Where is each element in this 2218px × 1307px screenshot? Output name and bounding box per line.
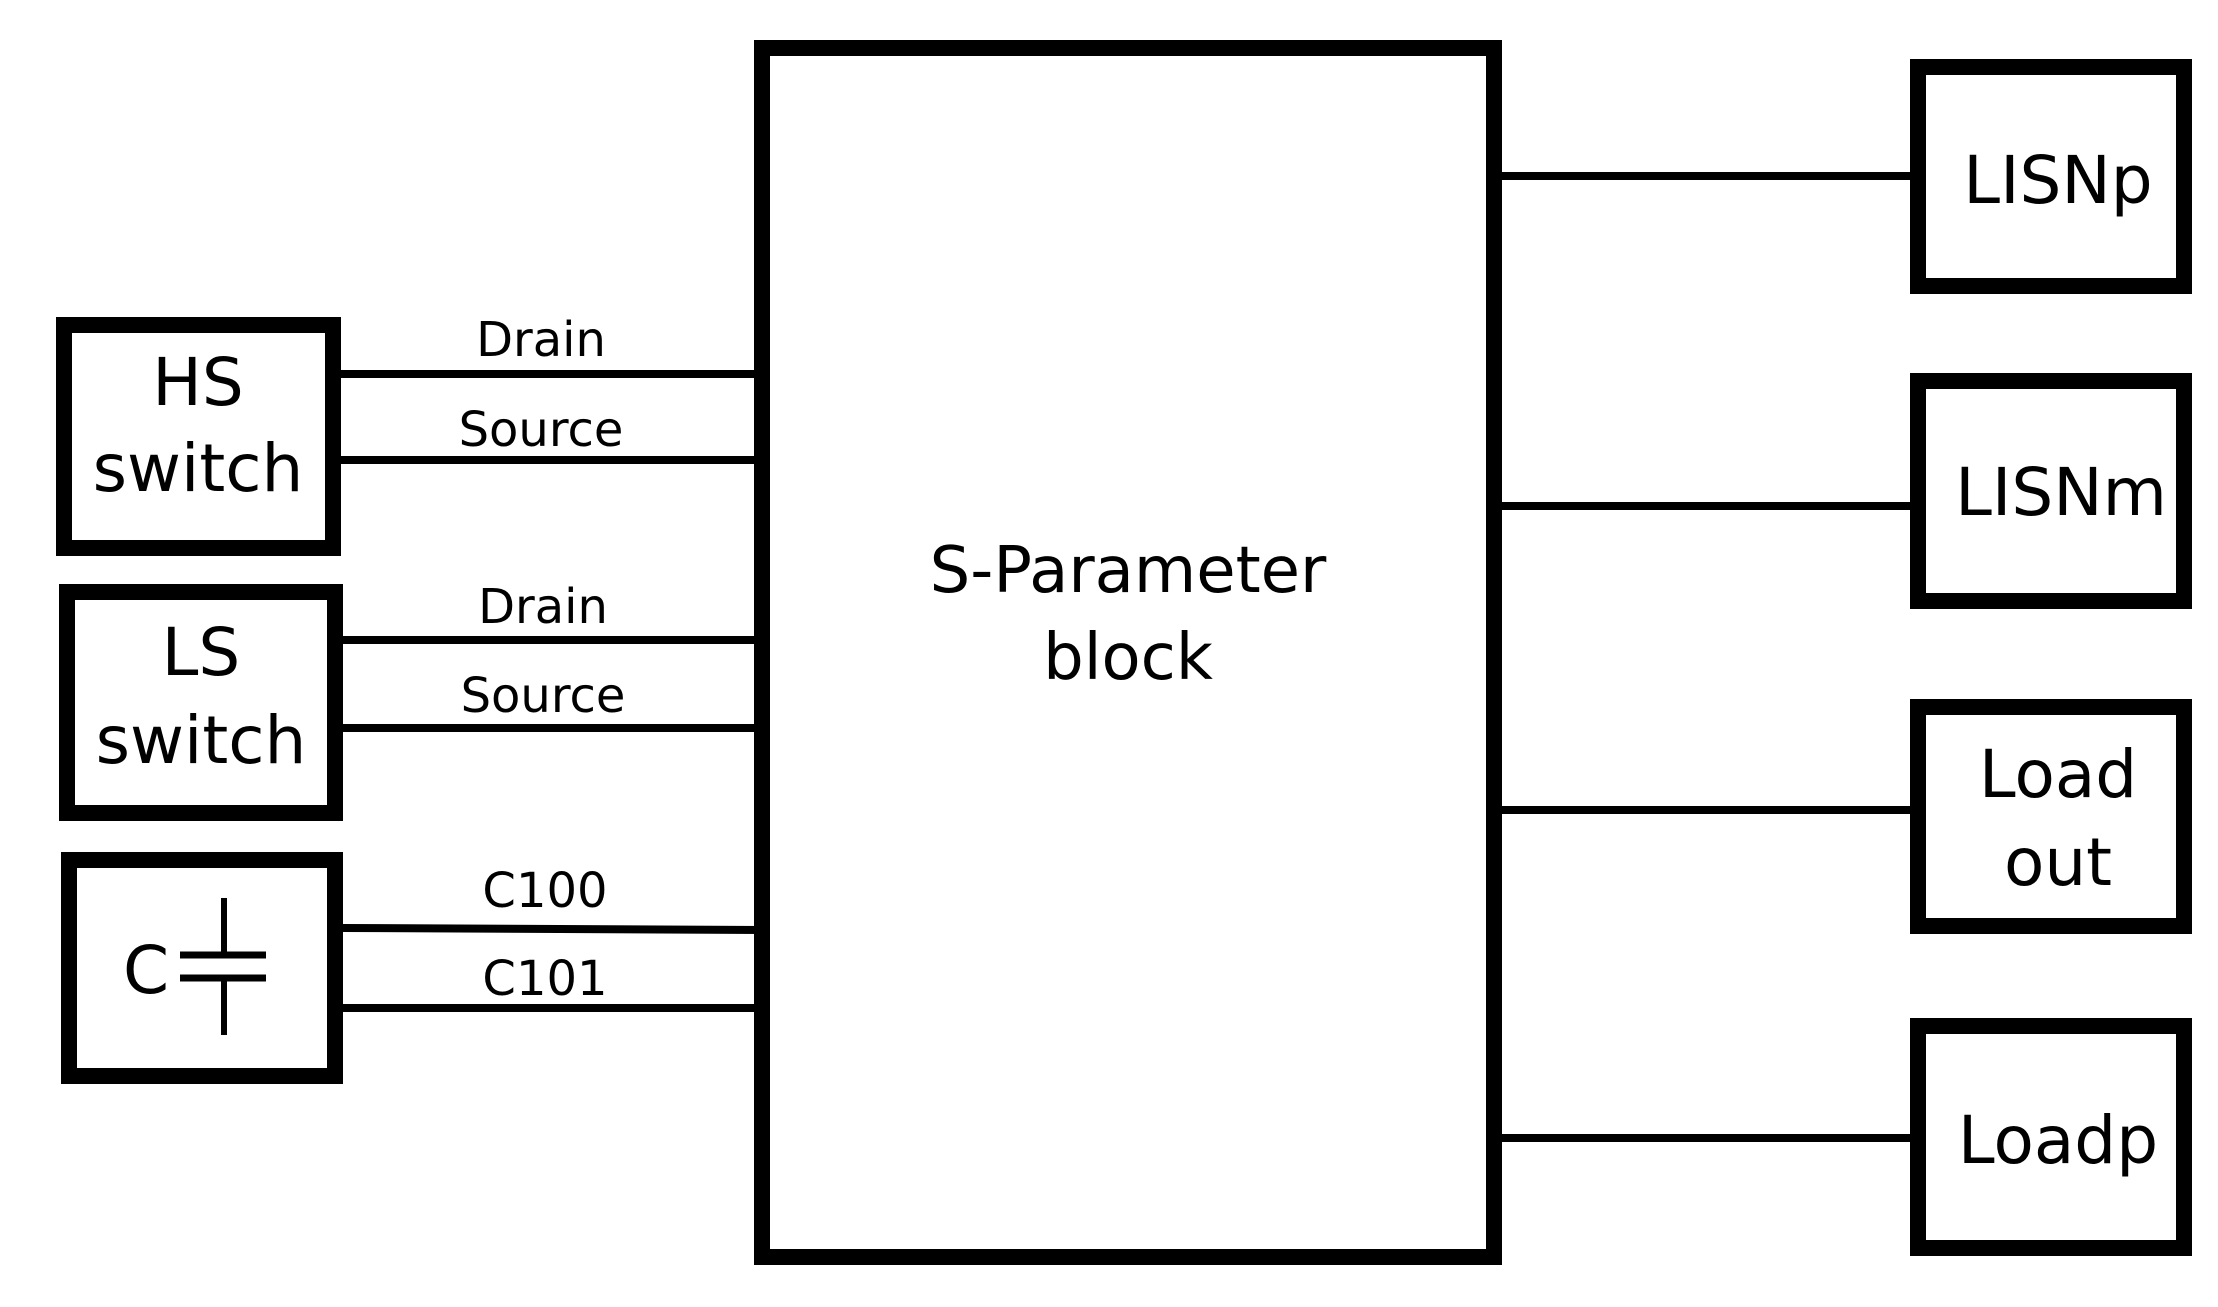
lisnp-block: LISNp: [1910, 59, 2192, 294]
lisnm-label: LISNm: [1955, 454, 2167, 531]
lisnp-frame: [1910, 59, 2192, 294]
hs-drain-label: Drain: [476, 312, 606, 368]
lisnp-label: LISNp: [1963, 142, 2152, 219]
hs-switch-label-line2: switch: [93, 430, 304, 507]
hs-switch-frame: [56, 317, 341, 556]
load-out-frame: [1910, 699, 2192, 934]
ls-switch-block: LS switch: [59, 584, 343, 821]
load-out-label-line1: Load: [1979, 736, 2137, 813]
capacitor-block: C: [61, 852, 343, 1084]
hs-switch-label-line1: HS: [152, 344, 244, 421]
s-parameter-block: S-Parameter block: [754, 40, 1502, 1265]
lisnm-block: LISNm: [1910, 373, 2192, 609]
hs-switch-block: HS switch: [56, 317, 341, 556]
load-out-block: Load out: [1910, 699, 2192, 934]
hs-source-label: Source: [459, 402, 624, 458]
ls-switch-label-line2: switch: [96, 702, 307, 779]
loadp-label: Loadp: [1958, 1102, 2158, 1179]
ls-switch-frame: [59, 584, 343, 821]
ls-drain-label: Drain: [478, 579, 608, 635]
capacitor-icon: [180, 898, 266, 1035]
loadp-block: Loadp: [1910, 1018, 2192, 1256]
c100-label: C100: [482, 863, 607, 919]
s-parameter-block-frame: [754, 40, 1502, 1265]
load-out-label-line2: out: [2004, 824, 2112, 901]
ls-source-label: Source: [461, 668, 626, 724]
lisnm-frame: [1910, 373, 2192, 609]
s-parameter-block-title-line1: S-Parameter: [930, 534, 1327, 608]
ls-switch-label-line1: LS: [162, 614, 241, 691]
c101-label: C101: [482, 951, 607, 1007]
s-parameter-block-title-line2: block: [1043, 621, 1213, 695]
loadp-frame: [1910, 1018, 2192, 1256]
capacitor-frame: [61, 852, 343, 1084]
c100-wire: [342, 924, 763, 934]
capacitor-label: C: [123, 932, 169, 1009]
